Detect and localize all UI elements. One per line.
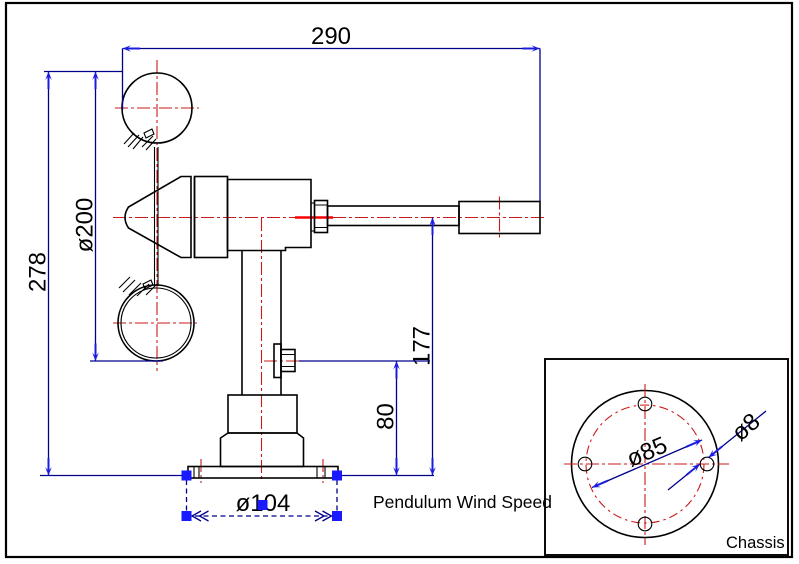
dim-bolt-height[interactable]: 80 (299, 360, 430, 476)
dim-base-diameter-selected[interactable]: ø104 (181, 470, 343, 522)
dim-200-text: ø200 (72, 198, 99, 253)
grip-handle[interactable] (332, 511, 342, 521)
dim-overall-height[interactable]: 278 (25, 71, 187, 477)
grip-handle[interactable] (257, 500, 268, 510)
centerlines (113, 60, 545, 483)
flange-hole-ticks (193, 466, 326, 478)
grip-handle[interactable] (181, 470, 192, 481)
sensor-body[interactable] (226, 178, 312, 252)
chassis-detail-box (544, 358, 789, 556)
dim-85-text: ø85 (623, 432, 672, 473)
dim-8-text: ø8 (727, 408, 766, 447)
chassis-detail[interactable]: ø85 ø8 Chassis (544, 358, 789, 556)
drawing-border (4, 1, 794, 559)
anemometer-main-view[interactable] (117, 72, 541, 479)
mounting-hole-top[interactable] (637, 396, 653, 412)
grip-handle[interactable] (181, 511, 192, 521)
base-block[interactable] (227, 394, 298, 434)
arm-shaft[interactable] (326, 205, 460, 227)
base-assembly[interactable] (187, 394, 339, 479)
upper-clamp-hatch (123, 128, 157, 151)
dim-overall-width[interactable]: 290 (44, 23, 541, 201)
dim-rotor-diameter[interactable]: ø200 (72, 71, 164, 362)
dim-278-text: 278 (25, 252, 52, 292)
adjustment-bolt[interactable] (273, 343, 296, 379)
grip-handle[interactable] (332, 470, 342, 481)
chassis-label[interactable]: Chassis (726, 534, 785, 552)
dim-bolt-circle[interactable]: ø85 (591, 432, 704, 491)
mounting-hole-right[interactable] (699, 456, 715, 472)
lower-clamp-hatch (118, 276, 158, 297)
base-flange[interactable] (187, 465, 339, 479)
dim-290-text: 290 (311, 23, 351, 50)
counterweight[interactable] (458, 200, 541, 235)
pendulum-wind-speed-label[interactable]: Pendulum Wind Speed (373, 492, 552, 512)
mounting-hole-left[interactable] (577, 456, 593, 472)
rotor-rod[interactable] (153, 147, 159, 286)
dim-177-text: 177 (409, 326, 436, 366)
nose-cone[interactable] (124, 175, 192, 259)
mounting-hole-bottom[interactable] (637, 516, 653, 532)
dim-80-text: 80 (373, 403, 400, 430)
dim-arm-height[interactable]: 177 (337, 217, 436, 477)
